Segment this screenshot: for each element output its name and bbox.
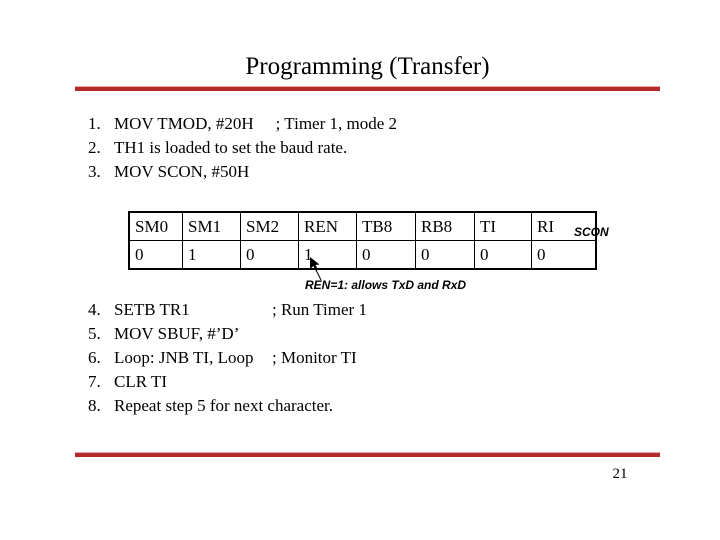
list-item-number: 2. [88,138,101,157]
list-item-number: 8. [88,396,101,415]
page-title: Programming (Transfer) [245,53,490,80]
scon-register-label: SCON [574,225,609,239]
list-item: 6. Loop: JNB TI, Loop ; Monitor TI [88,346,367,370]
list-item-number: 1. [88,114,101,133]
list-item-number: 6. [88,348,101,367]
ren-annotation: REN=1: allows TxD and RxD [305,278,467,292]
table-row-bit-names: SM0 SM1 SM2 REN TB8 RB8 TI RI [128,211,597,241]
table-cell-bit-name: SM1 [182,211,241,241]
table-cell-bit-name: SM0 [128,211,183,241]
instruction-list-lower: 4. SETB TR1 ; Run Timer 1 5. MOV SBUF, #’D’… [88,298,367,418]
table-row-bit-values: 0 1 0 1 0 0 0 0 [128,240,597,270]
list-item-text: MOV SCON, #50H [114,162,250,181]
list-item-comment: ; Run Timer 1 [272,300,367,319]
list-item: 4. SETB TR1 ; Run Timer 1 [88,298,367,322]
table-cell-bit-value: 0 [415,240,475,270]
list-item-number: 3. [88,162,101,181]
divider-bottom [75,452,660,457]
list-item: 5. MOV SBUF, #’D’ [88,322,367,346]
table-cell-bit-value: 0 [531,240,597,270]
table-cell-bit-value: 1 [182,240,241,270]
table-cell-bit-value: 0 [240,240,299,270]
table-cell-bit-name: REN [298,211,357,241]
list-item-text: MOV SBUF, #’D’ [114,324,240,343]
list-item: 3. MOV SCON, #50H [88,160,397,184]
table-cell-bit-name: TI [474,211,532,241]
scon-register-table: SM0 SM1 SM2 REN TB8 RB8 TI RI 0 1 0 1 0 … [128,211,597,270]
list-item-text: TH1 is loaded to set the baud rate. [114,138,348,157]
table-cell-bit-value: 0 [356,240,416,270]
list-item: 8. Repeat step 5 for next character. [88,394,367,418]
list-item-comment: ; Timer 1, mode 2 [275,114,398,133]
list-item: 7. CLR TI [88,370,367,394]
list-item-text: Repeat step 5 for next character. [114,396,334,415]
list-item-text: MOV TMOD, #20H [114,114,254,133]
list-item-number: 4. [88,300,101,319]
list-item-number: 5. [88,324,101,343]
list-item-text: Loop: JNB TI, Loop [114,348,254,367]
table-cell-bit-value: 1 [298,240,357,270]
divider-top [75,86,660,91]
list-item: 1. MOV TMOD, #20H ; Timer 1, mode 2 [88,112,397,136]
table-cell-bit-name: RI [531,211,597,241]
table-cell-bit-name: RB8 [415,211,475,241]
table-cell-bit-value: 0 [474,240,532,270]
list-item-comment: ; Monitor TI [272,348,357,367]
table-cell-bit-name: SM2 [240,211,299,241]
list-item-text: SETB TR1 [114,300,190,319]
list-item-text: CLR TI [114,372,168,391]
list-item-number: 7. [88,372,101,391]
instruction-list-upper: 1. MOV TMOD, #20H ; Timer 1, mode 2 2. TH1 … [88,112,397,184]
table-cell-bit-name: TB8 [356,211,416,241]
page-number: 21 [612,466,628,482]
list-item: 2. TH1 is loaded to set the baud rate. [88,136,397,160]
table-cell-bit-value: 0 [128,240,183,270]
